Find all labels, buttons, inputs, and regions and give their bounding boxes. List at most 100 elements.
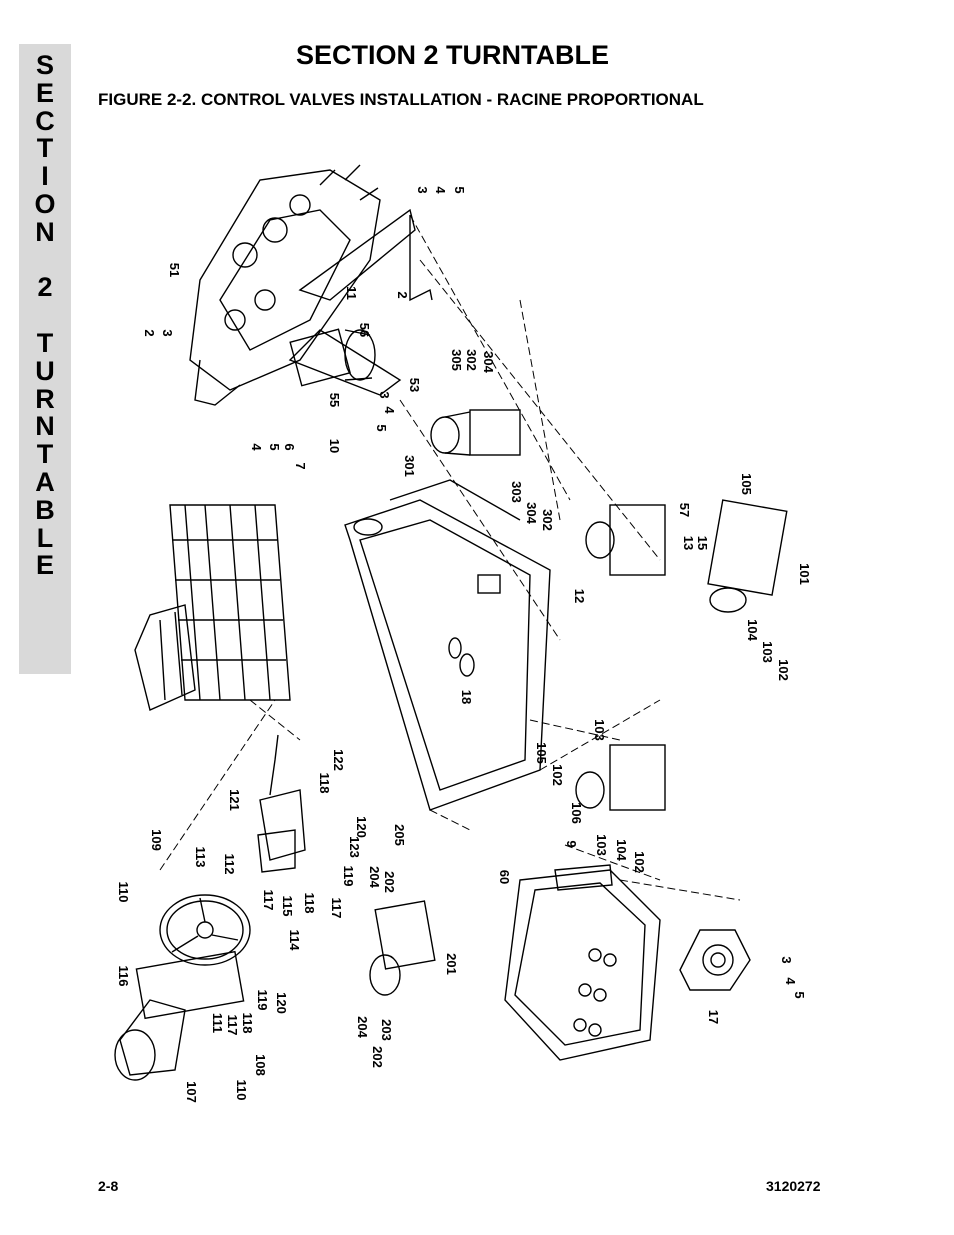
side-tab-letter: T — [36, 133, 54, 164]
side-tab-letter: S — [35, 50, 54, 80]
callout-117b: 117 — [329, 898, 344, 919]
callout-111: 111 — [210, 1013, 225, 1033]
callout-102b: 102 — [550, 764, 565, 786]
side-tab-letter: B — [35, 494, 55, 525]
callout-119b: 119 — [255, 990, 270, 1011]
callout-205: 205 — [392, 824, 407, 846]
callout-116: 116 — [116, 966, 131, 987]
callout-117a: 117 — [261, 890, 276, 911]
callout-57: 57 — [677, 503, 692, 517]
callout-119a: 119 — [341, 866, 356, 887]
callout-108: 108 — [253, 1054, 268, 1076]
side-tab-letter: U — [35, 355, 55, 386]
callout-110b: 110 — [234, 1080, 249, 1101]
steering-wheel — [159, 894, 251, 966]
valve-106 — [575, 744, 666, 811]
callout-112: 112 — [222, 854, 237, 875]
callout-115: 115 — [280, 896, 295, 917]
callout-3c: 3 — [377, 391, 392, 398]
side-tab-letter: E — [35, 550, 54, 581]
side-tab-letter: L — [36, 522, 54, 553]
callout-202a: 202 — [382, 871, 397, 893]
callout-304b: 304 — [524, 502, 539, 524]
steering-motor-107 — [114, 950, 245, 1081]
section-title: SECTION 2 TURNTABLE — [296, 40, 610, 70]
callout-12: 12 — [572, 589, 587, 603]
callout-15: 15 — [695, 536, 710, 550]
callout-4a: 4 — [433, 186, 448, 194]
callout-4c: 4 — [249, 443, 264, 451]
callout-109: 109 — [149, 829, 164, 851]
callout-3a: 3 — [415, 186, 430, 193]
callout-3d: 3 — [779, 956, 794, 963]
mounting-bracket — [288, 208, 433, 396]
callout-117c: 117 — [225, 1015, 240, 1036]
callout-203: 203 — [379, 1019, 394, 1041]
callout-5b: 5 — [374, 424, 389, 431]
callout-120a: 120 — [354, 816, 369, 838]
callout-10: 10 — [327, 439, 342, 453]
side-tab-letter: A — [35, 466, 55, 497]
callout-55: 55 — [327, 393, 342, 407]
callout-18: 18 — [459, 690, 474, 704]
page-number: 2-8 — [98, 1178, 119, 1194]
callout-102c: 102 — [632, 851, 647, 873]
callout-110a: 110 — [116, 882, 131, 903]
callout-122: 122 — [331, 749, 346, 771]
callout-53: 53 — [407, 378, 422, 392]
document-number: 3120272 — [766, 1178, 821, 1194]
callout-5a: 5 — [452, 186, 467, 193]
turntable-frame — [344, 479, 551, 811]
valve-bank-top — [189, 164, 381, 406]
callout-114: 114 — [287, 930, 302, 952]
side-tab-letter: I — [41, 161, 49, 192]
callout-103c: 103 — [594, 834, 609, 856]
callout-60: 60 — [497, 870, 512, 884]
callout-120b: 120 — [274, 992, 289, 1014]
side-tab-letter: N — [35, 216, 55, 247]
callout-106: 106 — [569, 802, 584, 824]
callout-13: 13 — [681, 536, 696, 550]
callout-204a: 204 — [367, 866, 382, 888]
callout-118a: 118 — [317, 773, 332, 794]
side-tab-letter: T — [36, 439, 54, 470]
callout-4d: 4 — [783, 977, 798, 985]
valve-101 — [707, 499, 788, 613]
callout-305: 305 — [449, 349, 464, 371]
side-tab-letter: T — [36, 327, 54, 358]
callout-302b: 302 — [540, 509, 555, 531]
callout-118b: 118 — [302, 893, 317, 914]
callout-118c: 118 — [240, 1013, 255, 1034]
callout-4b: 4 — [382, 406, 397, 414]
callout-123: 123 — [347, 836, 362, 858]
valve-301 — [430, 409, 521, 456]
callout-103b: 103 — [592, 719, 607, 741]
callout-103a: 103 — [760, 641, 775, 663]
callout-302a: 302 — [464, 349, 479, 371]
main-valve-bank-60 — [504, 864, 661, 1061]
side-tab-letter: C — [35, 105, 55, 136]
figure-title: FIGURE 2-2. CONTROL VALVES INSTALLATION … — [98, 90, 704, 109]
callout-3b: 3 — [160, 329, 175, 336]
callout-201: 201 — [444, 953, 459, 975]
callout-9: 9 — [564, 840, 579, 847]
callout-107: 107 — [184, 1081, 199, 1103]
valve-57 — [585, 504, 666, 576]
callout-301: 301 — [402, 455, 417, 477]
callout-101: 101 — [797, 563, 812, 585]
callout-5d: 5 — [792, 991, 807, 998]
callout-304a: 304 — [481, 351, 496, 373]
callout-104a: 104 — [745, 619, 760, 641]
callout-56: 56 — [357, 323, 372, 337]
guard-cage — [134, 504, 291, 711]
callout-105b: 105 — [534, 742, 549, 764]
control-handle-121 — [257, 734, 306, 873]
callout-102a: 102 — [776, 659, 791, 681]
callout-121: 121 — [227, 789, 242, 811]
callout-204b: 204 — [355, 1016, 370, 1038]
callout-113: 113 — [193, 847, 208, 868]
side-tab-letter: 2 — [37, 272, 53, 303]
callout-5c: 5 — [267, 443, 282, 450]
solenoid-55 — [289, 328, 376, 387]
